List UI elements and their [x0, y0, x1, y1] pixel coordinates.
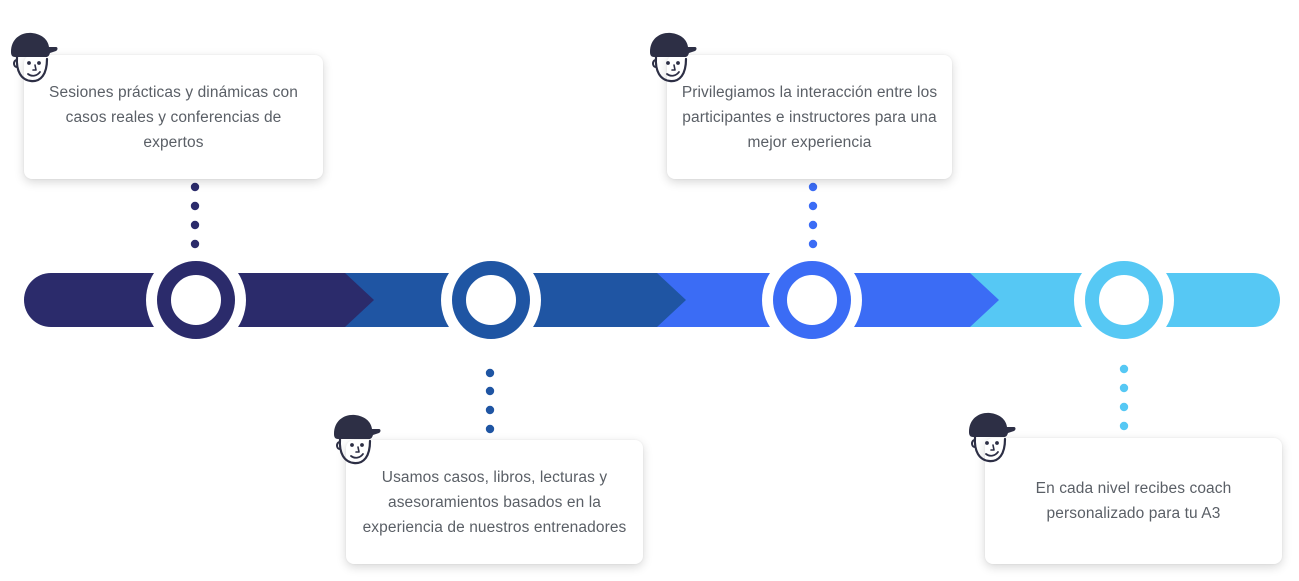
- step-card-3: Privilegiamos la interacción entre los p…: [667, 55, 952, 179]
- timeline-node-ring: [157, 261, 235, 339]
- cap-face-icon: [11, 32, 58, 83]
- timeline-nodes: [146, 250, 1174, 350]
- timeline-node-ring: [773, 261, 851, 339]
- step-card-text: Sesiones prácticas y dinámicas con casos…: [49, 83, 298, 151]
- step-card-text: Privilegiamos la interacción entre los p…: [681, 83, 938, 151]
- step-card-2: Usamos casos, libros, lecturas y asesora…: [346, 440, 643, 564]
- step-card-text: Usamos casos, libros, lecturas y asesora…: [362, 468, 627, 536]
- connector-dot: [1119, 383, 1129, 393]
- connector-dot: [1119, 364, 1129, 374]
- connector-dot: [808, 182, 818, 192]
- connector-dots-4: [1119, 364, 1129, 431]
- timeline-node-4: [1074, 250, 1174, 350]
- timeline-node-ring: [1085, 261, 1163, 339]
- timeline-node-ring: [452, 261, 530, 339]
- step-card-text: En cada nivel recibes coach personalizad…: [1035, 480, 1232, 522]
- cap-face-icon: [969, 412, 1016, 463]
- connector-dot: [190, 239, 200, 249]
- connector-dots-1: [190, 182, 200, 249]
- connector-dot: [485, 424, 495, 434]
- connector-dot: [808, 201, 818, 211]
- timeline-node-3: [762, 250, 862, 350]
- connector-dot: [485, 386, 495, 396]
- connector-dots-3: [808, 182, 818, 249]
- connector-dot: [808, 239, 818, 249]
- connector-dot: [485, 368, 495, 378]
- cap-face-icon: [650, 32, 697, 83]
- connector-dots-2: [485, 368, 495, 434]
- step-card-1: Sesiones prácticas y dinámicas con casos…: [24, 55, 323, 179]
- connector-dot: [1119, 421, 1129, 431]
- connector-dot: [190, 220, 200, 230]
- timeline-node-1: [146, 250, 246, 350]
- connector-dot: [808, 220, 818, 230]
- connector-dot: [190, 182, 200, 192]
- timeline-connectors: [190, 182, 1129, 434]
- connector-dot: [190, 201, 200, 211]
- connector-dot: [485, 405, 495, 415]
- cap-face-icon: [334, 414, 381, 465]
- connector-dot: [1119, 402, 1129, 412]
- step-card-4: En cada nivel recibes coach personalizad…: [985, 438, 1282, 564]
- timeline-node-2: [441, 250, 541, 350]
